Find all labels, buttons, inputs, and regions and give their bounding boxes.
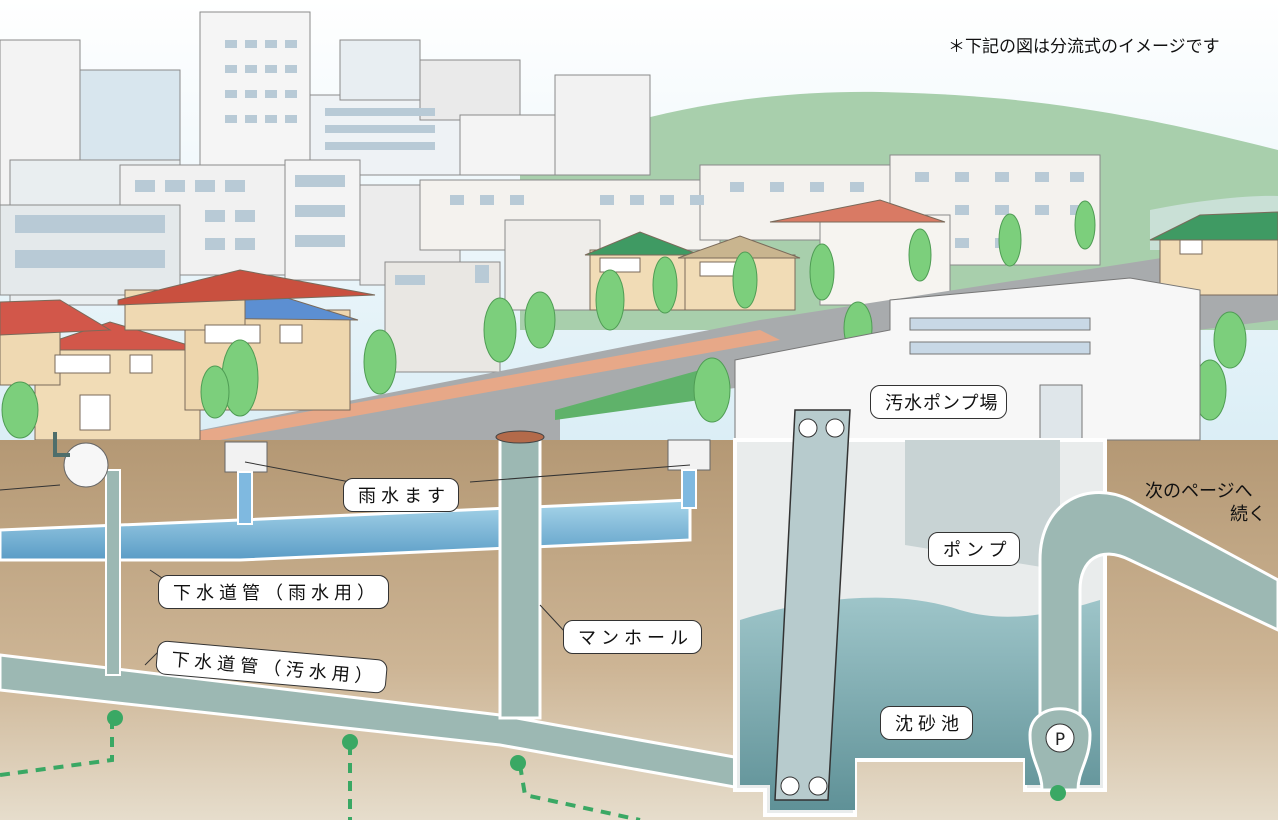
- label-grit-chamber: 沈砂池: [880, 706, 973, 740]
- pump-outlet-dot: [1050, 785, 1066, 801]
- label-pump-station: 汚水ポンプ場: [870, 385, 1008, 419]
- manhole-shaft: [498, 436, 542, 720]
- label-rain-inlet: 雨水ます: [343, 478, 459, 512]
- conveyor-wheel-bottom-left: [780, 776, 800, 796]
- pump-station-door: [1039, 384, 1083, 441]
- pump-symbol-text: P: [1055, 730, 1065, 750]
- house-connection: [105, 469, 121, 676]
- branch-lines: [0, 720, 641, 820]
- private-inlet: [63, 442, 109, 488]
- manhole-cover: [495, 430, 545, 444]
- pump-station-window-2: [909, 341, 1091, 355]
- building-windows: [15, 40, 435, 268]
- next-page-line-2: 続く: [1230, 504, 1266, 525]
- label-storm-pipe: 下水道管（雨水用）: [158, 575, 389, 609]
- conveyor-wheel-top-right: [825, 418, 845, 438]
- branch-dots: [107, 710, 526, 771]
- house-windows: [54, 239, 1203, 431]
- rain-inlet-drop-right: [681, 469, 697, 509]
- label-manhole: マンホール: [563, 620, 702, 654]
- conveyor-wheel-top-left: [798, 418, 818, 438]
- conveyor-wheel-bottom-right: [808, 776, 828, 796]
- pump-station-window-1: [909, 317, 1091, 331]
- next-page-line-1: 次のページへ: [1145, 481, 1253, 502]
- sidewalk: [150, 330, 780, 440]
- rain-inlet-drop-left: [237, 471, 253, 525]
- diagram-note: ＊下記の図は分流式のイメージです: [948, 37, 1220, 57]
- pump-pipe: [1038, 491, 1278, 762]
- rain-inlet-left: [224, 441, 268, 473]
- label-pump: ポンプ: [928, 532, 1021, 566]
- pump-symbol-circle: [1045, 723, 1075, 753]
- conveyor-belt: [774, 409, 851, 801]
- house-drain: [53, 432, 70, 457]
- grass-strip: [555, 370, 700, 420]
